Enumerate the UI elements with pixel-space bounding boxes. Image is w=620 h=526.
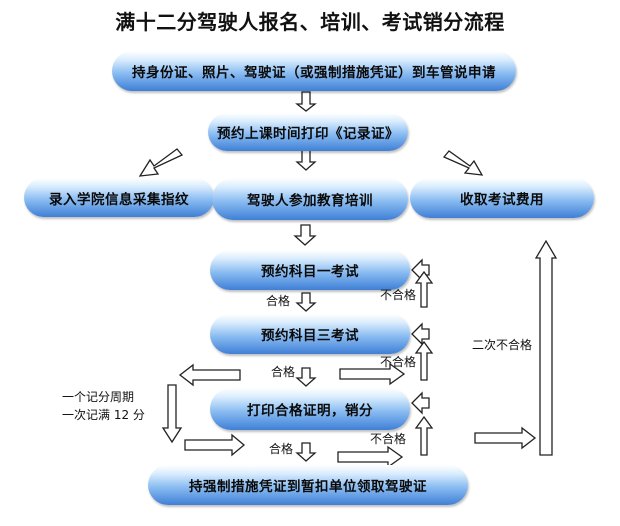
- arrow-up-fail-3: [414, 415, 434, 456]
- label-scoring-period: 一个记分周期: [62, 390, 135, 404]
- step-attend-education-training: 驾驶人参加教育培训: [212, 178, 408, 220]
- label-pass-3: 合格: [269, 442, 294, 456]
- arrow-diag-right: [442, 150, 484, 176]
- arrow-up-fail-1: [414, 270, 434, 308]
- arrow-up-fail-2: [414, 340, 434, 381]
- page-title: 满十二分驾驶人报名、培训、考试销分流程: [115, 10, 505, 34]
- label-pass-1: 合格: [266, 294, 291, 308]
- label-second-fail: 二次不合格: [472, 338, 533, 352]
- arrow-left-period: [178, 363, 241, 387]
- step-book-subject-one-exam: 预约科目一考试: [210, 250, 410, 290]
- label-full-12-points: 一次记满 12 分: [62, 408, 145, 422]
- arrow-down-pass-1: [295, 292, 317, 312]
- step-apply-at-dmv: 持身份证、照片、驾驶证（或强制措施凭证）到车管说申请: [112, 51, 516, 91]
- arrow-down-3: [293, 224, 317, 246]
- label-fail-1: 不合格: [380, 288, 417, 302]
- step-book-class-print-record: 预约上课时间打印《记录证》: [208, 113, 408, 151]
- arrow-right-period: [184, 433, 246, 457]
- arrow-down-period: [161, 384, 183, 444]
- arrow-down-1: [295, 91, 317, 112]
- arrow-down-pass-3: [295, 442, 317, 462]
- arrow-up-second-fail: [534, 239, 558, 456]
- step-collect-exam-fee: 收取考试费用: [410, 178, 594, 218]
- arrow-down-pass-2: [295, 367, 317, 387]
- label-fail-2: 不合格: [380, 355, 417, 369]
- arrow-left-fail-3: [411, 391, 430, 415]
- arrow-right-second-fail: [474, 426, 537, 450]
- step-retrieve-license: 持强制措施凭证到暂扣单位领取驾驶证: [148, 465, 468, 505]
- arrow-right-fail-2: [339, 362, 406, 386]
- label-fail-3: 不合格: [370, 432, 407, 446]
- arrow-right-pass-3: [337, 445, 404, 469]
- step-enter-info-fingerprint: 录入学院信息采集指纹: [24, 178, 214, 217]
- arrow-down-2: [295, 149, 317, 171]
- step-print-certificate-clear-points: 打印合格证明，销分: [210, 388, 410, 430]
- label-pass-2: 合格: [271, 365, 296, 379]
- arrow-diag-left: [138, 148, 184, 177]
- step-book-subject-three-exam: 预约科目三考试: [210, 314, 410, 354]
- arrow-left-fail-2: [411, 322, 430, 346]
